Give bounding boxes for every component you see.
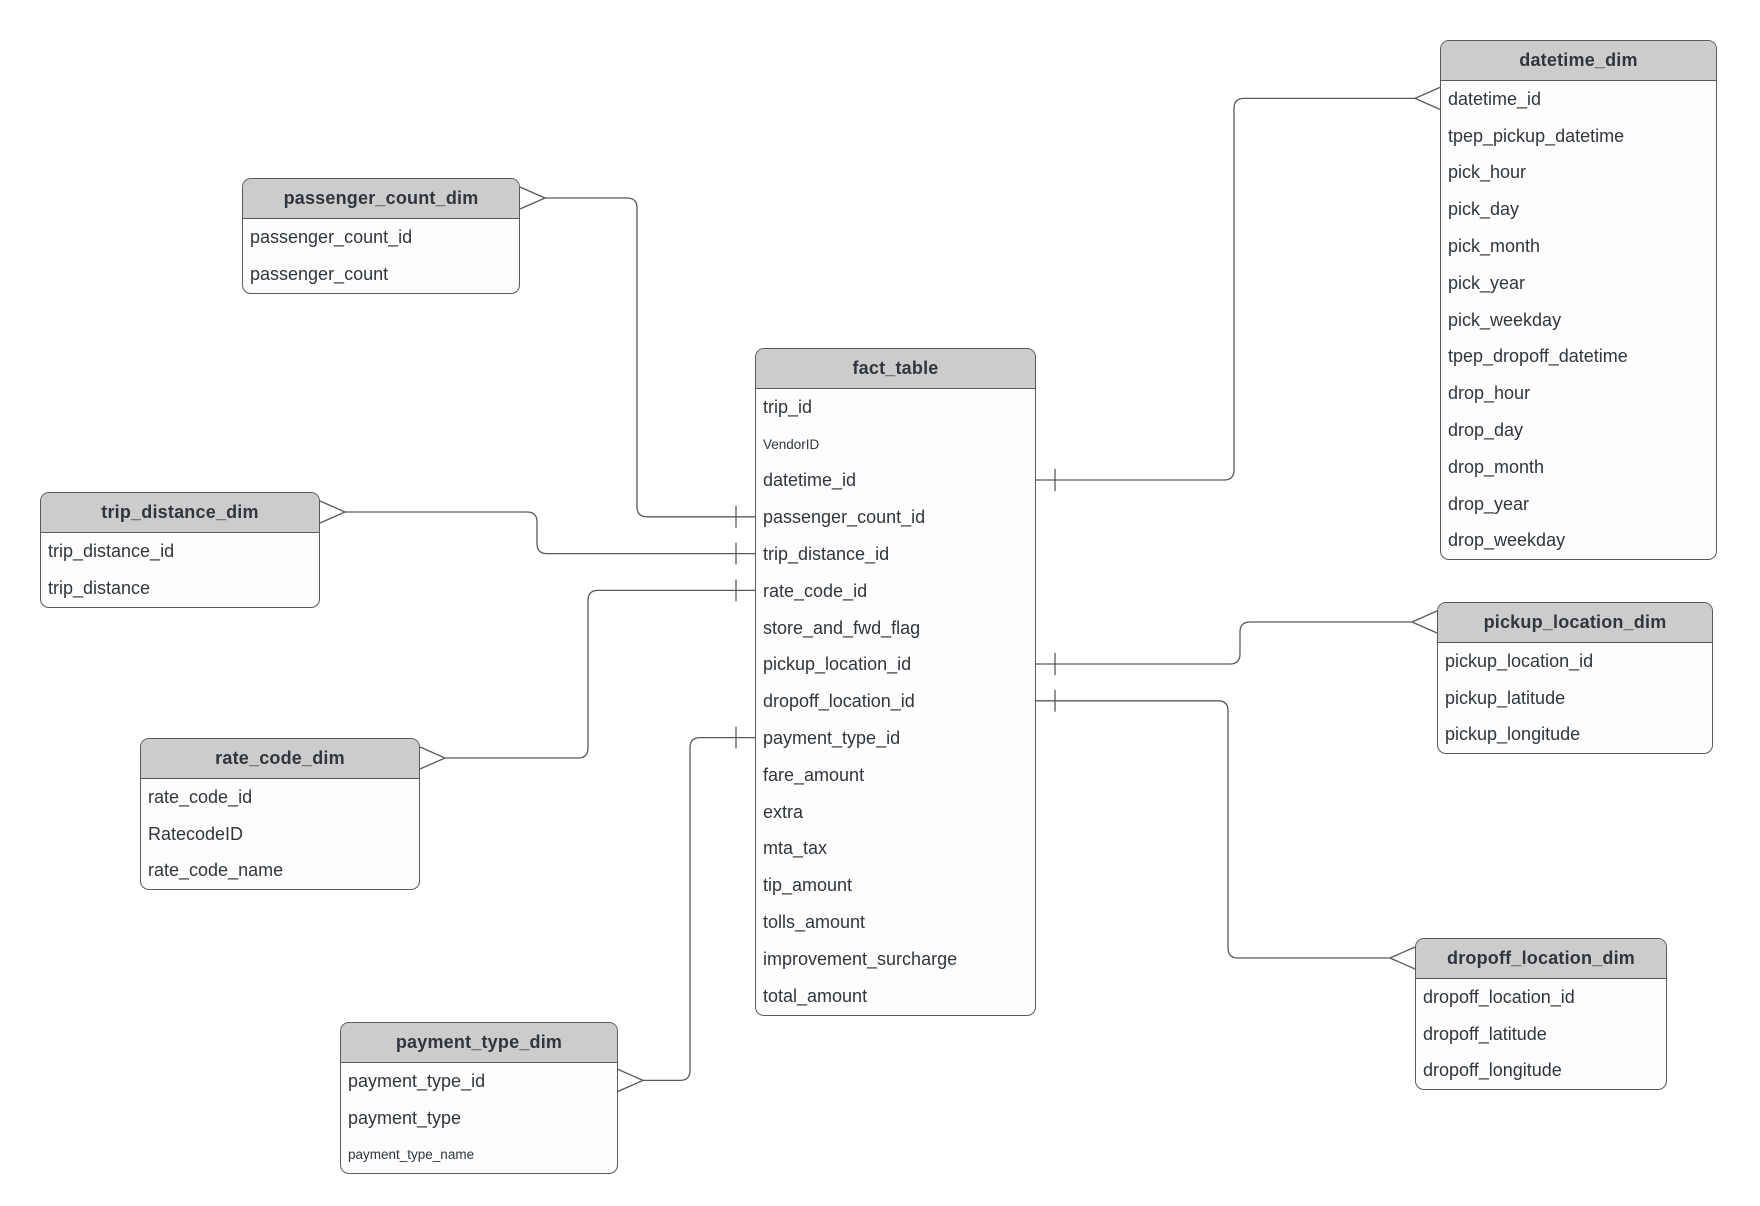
edge-trip_distance_dim-to-fact_table: [345, 511, 755, 555]
edge-dropoff_location_dim-to-fact_table: [1036, 700, 1390, 959]
field-datetime_dim-tpep_pickup_datetime: tpep_pickup_datetime: [1448, 125, 1625, 146]
field-datetime_dim-tpep_dropoff_datetime: tpep_dropoff_datetime: [1448, 346, 1628, 367]
field-rate_code_dim-rate_code_name: rate_code_name: [148, 860, 284, 881]
field-pickup_location_dim-pickup_latitude: pickup_latitude: [1445, 687, 1566, 708]
field-payment_type_dim-payment_type: payment_type: [348, 1107, 462, 1128]
field-fact_table-mta_tax: mta_tax: [763, 838, 828, 859]
field-datetime_dim-pick_month: pick_month: [1448, 236, 1541, 257]
edge-rate_code_dim-to-fact_table: [445, 589, 755, 759]
entity-table-payment_type_dim[interactable]: payment_type_dim payment_type_id payment_t…: [340, 1022, 618, 1175]
field-fact_table-payment_type_id: payment_type_id: [763, 728, 901, 749]
table-title-payment_type_dim: payment_type_dim: [341, 1023, 617, 1063]
edge-markers-rel-passenger: [519, 186, 737, 528]
field-datetime_dim-pick_day: pick_day: [1448, 199, 1520, 220]
field-fact_table-tolls_amount: tolls_amount: [763, 912, 866, 933]
field-datetime_dim-pick_weekday: pick_weekday: [1448, 309, 1562, 330]
field-payment_type_dim-payment_type_name: payment_type_name: [348, 1147, 475, 1163]
table-title-passenger_count_dim: passenger_count_dim: [243, 179, 519, 219]
entity-table-trip_distance_dim[interactable]: trip_distance_dim trip_distance_id trip_di…: [40, 492, 320, 608]
field-fact_table-improvement_surcharge: improvement_surcharge: [763, 948, 958, 969]
field-payment_type_dim-payment_type_id: payment_type_id: [348, 1070, 486, 1091]
field-rate_code_dim-rate_code_id: rate_code_id: [148, 786, 253, 807]
field-datetime_dim-drop_day: drop_day: [1448, 420, 1524, 441]
field-datetime_dim-drop_weekday: drop_weekday: [1448, 530, 1566, 551]
table-title-fact_table: fact_table: [756, 349, 1035, 389]
field-pickup_location_dim-pickup_longitude: pickup_longitude: [1445, 724, 1581, 745]
edge-payment_type_dim-to-fact_table: [643, 736, 755, 1082]
field-datetime_dim-pick_year: pick_year: [1448, 272, 1526, 293]
field-fact_table-trip_distance_id: trip_distance_id: [763, 544, 890, 565]
edge-markers-rel-rate-code: [419, 579, 737, 770]
table-title-dropoff_location_dim: dropoff_location_dim: [1416, 939, 1666, 979]
edge-pickup_location_dim-to-fact_table: [1036, 621, 1412, 665]
field-datetime_dim-drop_year: drop_year: [1448, 493, 1530, 514]
table-title-datetime_dim: datetime_dim: [1441, 41, 1716, 81]
edge-markers-rel-trip-distance: [319, 500, 737, 565]
table-title-pickup_location_dim: pickup_location_dim: [1438, 603, 1712, 643]
field-fact_table-total_amount: total_amount: [763, 985, 868, 1006]
field-fact_table-VendorID: VendorID: [763, 436, 820, 452]
field-fact_table-trip_id: trip_id: [763, 396, 813, 417]
edge-markers-rel-dropoff-location: [1054, 689, 1416, 970]
field-passenger_count_dim-passenger_count_id: passenger_count_id: [250, 226, 413, 247]
entity-table-datetime_dim[interactable]: datetime_dim datetime_id tpep_pickup_datet…: [1440, 40, 1717, 561]
field-datetime_dim-pick_hour: pick_hour: [1448, 162, 1527, 183]
field-datetime_dim-drop_month: drop_month: [1448, 456, 1545, 477]
field-passenger_count_dim-passenger_count: passenger_count: [250, 263, 389, 284]
edge-markers-rel-pickup-location: [1054, 610, 1438, 675]
field-fact_table-pickup_location_id: pickup_location_id: [763, 654, 912, 675]
field-fact_table-store_and_fwd_flag: store_and_fwd_flag: [763, 617, 921, 638]
field-fact_table-fare_amount: fare_amount: [763, 764, 865, 785]
table-title-trip_distance_dim: trip_distance_dim: [41, 493, 319, 533]
field-dropoff_location_dim-dropoff_location_id: dropoff_location_id: [1423, 986, 1575, 1007]
field-fact_table-passenger_count_id: passenger_count_id: [763, 507, 926, 528]
field-datetime_dim-drop_hour: drop_hour: [1448, 383, 1531, 404]
field-dropoff_location_dim-dropoff_latitude: dropoff_latitude: [1423, 1023, 1547, 1044]
field-rate_code_dim-RatecodeID: RatecodeID: [148, 823, 244, 844]
edge-datetime_dim-to-fact_table: [1036, 97, 1415, 481]
field-fact_table-extra: extra: [763, 801, 804, 822]
field-trip_distance_dim-trip_distance: trip_distance: [48, 577, 151, 598]
field-fact_table-rate_code_id: rate_code_id: [763, 580, 868, 601]
edge-markers-rel-datetime: [1054, 86, 1441, 491]
edge-markers-rel-payment-type: [617, 726, 737, 1092]
field-datetime_dim-datetime_id: datetime_id: [1448, 88, 1542, 109]
table-title-rate_code_dim: rate_code_dim: [141, 739, 419, 779]
edge-passenger_count_dim-to-fact_table: [545, 197, 755, 518]
field-dropoff_location_dim-dropoff_longitude: dropoff_longitude: [1423, 1060, 1562, 1081]
field-trip_distance_dim-trip_distance_id: trip_distance_id: [48, 540, 175, 561]
field-fact_table-dropoff_location_id: dropoff_location_id: [763, 691, 915, 712]
field-fact_table-tip_amount: tip_amount: [763, 875, 853, 896]
field-pickup_location_dim-pickup_location_id: pickup_location_id: [1445, 650, 1594, 671]
field-fact_table-datetime_id: datetime_id: [763, 470, 857, 491]
